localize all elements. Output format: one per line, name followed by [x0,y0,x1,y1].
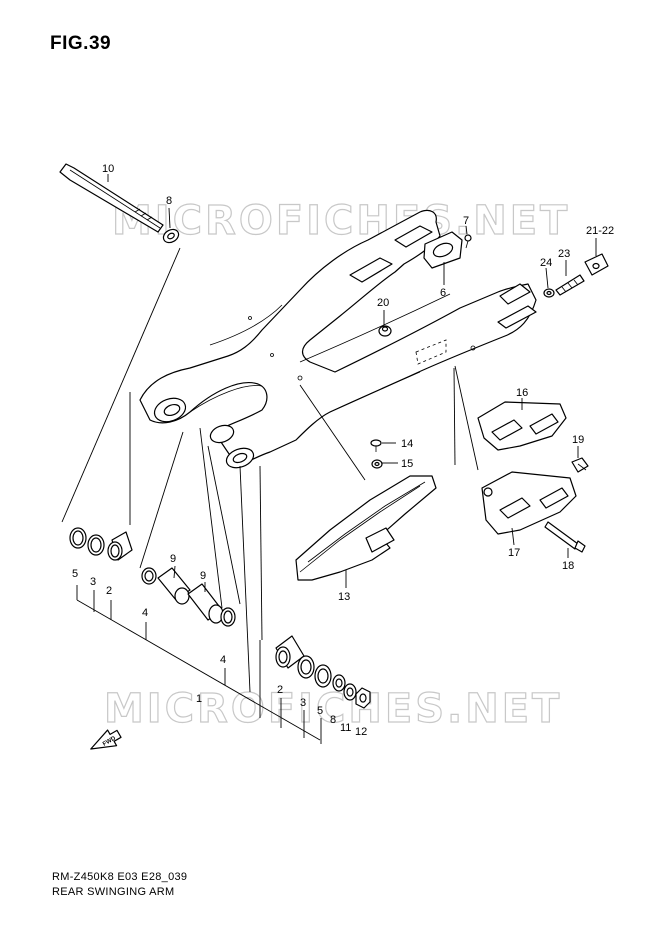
spacer-4-left [141,567,157,585]
bolt-14 [370,439,382,452]
callout-4-left: 4 [142,607,148,619]
callout-2-right: 2 [277,684,283,696]
nut-12 [355,687,371,709]
callout-6: 6 [440,287,446,299]
chain-slider-13 [295,475,437,581]
callout-14: 14 [401,438,413,450]
washer-11 [343,683,357,701]
leader-lines [61,174,597,744]
oil-seal-5-right [314,664,332,688]
callout-16: 16 [516,387,528,399]
callout-1: 1 [196,693,202,705]
watermark-top: MICROFICHES.NET [112,198,570,244]
spacer-4-right [220,607,236,627]
callout-10: 10 [102,163,114,175]
bearing-2-left [107,531,133,561]
callout-9-a: 9 [170,553,176,565]
adjuster-nut-21-22 [584,253,609,276]
bolt-18 [544,521,586,553]
washer-24 [543,288,555,298]
callout-18: 18 [562,560,574,572]
callout-19: 19 [572,434,584,446]
swing-arm-body [139,209,537,469]
spacer-9-b [187,583,224,624]
callout-7: 7 [463,215,469,227]
callout-24: 24 [540,257,552,269]
callout-5-left: 5 [72,568,78,580]
fwd-arrow-icon: FWD [90,729,122,750]
callout-9-b: 9 [200,570,206,582]
figure-title: FIG.39 [50,33,112,54]
washer-8-right [332,674,346,692]
adjuster-plate-6 [423,231,463,269]
callout-15: 15 [401,458,413,470]
chain-guide-16 [477,401,567,451]
washer-3-left [87,534,105,556]
screw-7 [464,234,472,249]
callout-13: 13 [338,591,350,603]
callout-17: 17 [508,547,520,559]
washer-15 [371,459,383,469]
callout-4-right: 4 [220,654,226,666]
callout-21-22: 21-22 [586,225,614,237]
callout-12: 12 [355,726,367,738]
spacer-9-a [157,567,191,605]
washer-3-right [297,655,315,679]
nut-20 [378,325,392,337]
callout-20: 20 [377,297,389,309]
footer-code: RM-Z450K8 E03 E28_039 [52,871,188,883]
footer-name: REAR SWINGING ARM [52,886,175,898]
callout-2-left: 2 [106,585,112,597]
bolt-19 [571,457,589,473]
oil-seal-5-left [69,527,87,549]
washer-8-top [162,228,180,244]
callout-8-right: 8 [330,714,336,726]
watermark-bottom: MICROFICHES.NET [104,686,562,732]
bolt-23 [555,274,585,296]
callout-23: 23 [558,248,570,260]
chain-guide-17 [481,471,577,535]
callout-3-right: 3 [300,697,306,709]
callout-3-left: 3 [90,576,96,588]
callout-5-right: 5 [317,705,323,717]
pivot-bolt [59,163,164,233]
callout-11: 11 [340,722,351,734]
callout-8-top: 8 [166,195,172,207]
